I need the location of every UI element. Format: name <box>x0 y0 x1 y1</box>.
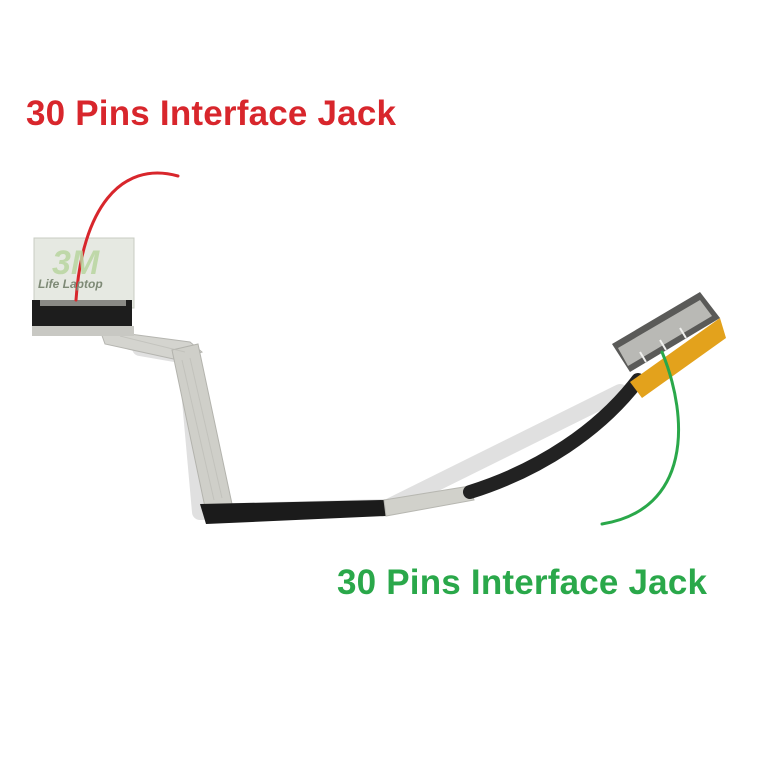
foil-ribbon-vertical <box>171 343 233 513</box>
foil-ribbon-lower <box>383 485 475 517</box>
label-top-connector: 30 Pins Interface Jack <box>26 94 397 133</box>
cable-sleeve-bottom <box>200 500 386 524</box>
connector-pins-left <box>40 300 126 306</box>
annotation-arrow-bottom <box>600 350 681 526</box>
foil-texture <box>119 335 223 501</box>
label-bottom-connector: 30 Pins Interface Jack <box>337 563 708 602</box>
annotation-arrow-top <box>74 171 180 302</box>
sticker-brand-text: Life Laptop <box>38 277 103 291</box>
connector-base-left <box>32 326 134 336</box>
cable-black-round <box>463 373 645 499</box>
connector-jack-right <box>612 292 726 398</box>
sticker-brand-mark: 3M <box>52 244 100 282</box>
